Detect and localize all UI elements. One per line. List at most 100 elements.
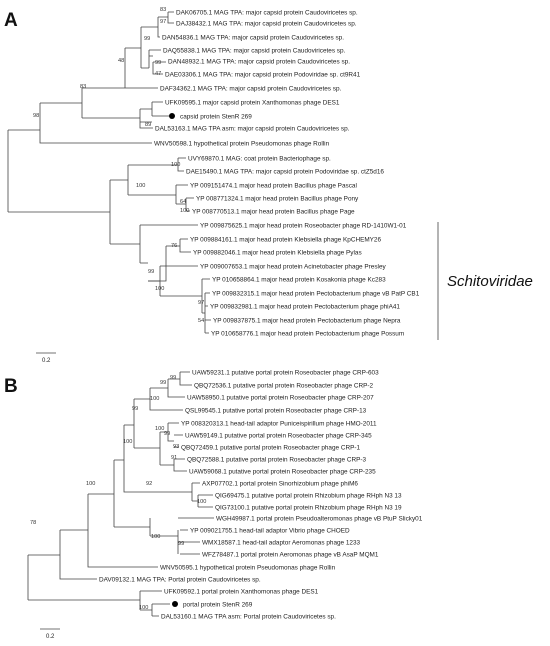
bootstrap-value: 100 — [150, 396, 159, 402]
bootstrap-value: 78 — [30, 520, 36, 526]
tree-branch — [134, 432, 187, 472]
tree-branch — [60, 494, 158, 568]
leaf-label: YP 010658864.1 major head protein Kosako… — [212, 277, 386, 284]
tree-branch — [128, 184, 194, 212]
bootstrap-value: 99 — [155, 60, 161, 66]
tree-branch — [125, 26, 150, 69]
tree-branch — [158, 11, 174, 24]
leaf-label: YP 009837875.1 major head protein Pectob… — [213, 318, 401, 325]
leaf-label: QIG73100.1 putative portal protein Rhizo… — [215, 505, 402, 512]
leaf-label: YP 009884161.1 major head protein Klebsi… — [190, 237, 381, 244]
leaf-label: DAE03306.1 MAG TPA: major capsid protein… — [165, 72, 361, 79]
bootstrap-value: 100 — [86, 481, 95, 487]
tree-branch — [8, 180, 111, 244]
leaf-label: YP 009021755.1 head-tail adaptor Vibrio … — [190, 528, 350, 535]
bootstrap-value: 100 — [171, 162, 180, 168]
bootstrap-value: 64 — [180, 199, 186, 205]
leaf-label: UFK09595.1 major capsid protein Xanthomo… — [165, 100, 340, 107]
tree-branch — [28, 530, 97, 580]
leaf-label: YP 009832315.1 major head protein Pectob… — [212, 291, 420, 298]
leaf-label: QIG69475.1 putative portal protein Rhizo… — [215, 493, 402, 500]
bootstrap-value: 100 — [155, 286, 164, 292]
tree-branch — [160, 278, 211, 334]
bootstrap-value: 99 — [178, 541, 184, 547]
tree-branch — [146, 482, 213, 508]
leaf-label: DAN48932.1 MAG TPA: major capsid protein… — [168, 59, 350, 66]
tree-branch — [82, 101, 169, 129]
tree-branch — [166, 238, 191, 253]
leaf-label: DAN54836.1 MAG TPA: major capsid protein… — [162, 35, 344, 42]
leaf-label: UAW58950.1 putative portal protein Roseo… — [187, 395, 374, 402]
leaf-label: UAW59149.1 putative portal protein Roseo… — [185, 433, 372, 440]
tree-b-branches — [27, 371, 214, 617]
tree-branch — [168, 371, 192, 386]
bootstrap-value: 100 — [136, 183, 145, 189]
leaf-label: DAQ55838.1 MAG TPA: major capsid protein… — [163, 48, 346, 55]
bootstrap-value: 99 — [148, 269, 154, 275]
tree-a-branches — [7, 11, 211, 334]
leaf-label: DAE15490.1 MAG TPA: major capsid protein… — [186, 169, 384, 176]
bootstrap-value: 83 — [160, 7, 166, 13]
tree-branch — [114, 440, 146, 493]
tree-branch — [123, 399, 135, 448]
bootstrap-value: 98 — [33, 113, 39, 119]
bootstrap-value: 100 — [197, 499, 206, 505]
bootstrap-value: 54 — [198, 318, 204, 324]
bootstrap-value: 99 — [160, 380, 166, 386]
bootstrap-value: 99 — [164, 431, 170, 437]
query-marker-dot — [172, 601, 178, 607]
leaf-label: QBQ72459.1 putative portal protein Roseo… — [181, 445, 360, 452]
leaf-label: QBQ72536.1 putative portal protein Roseo… — [194, 383, 373, 390]
tree-branch — [150, 517, 214, 555]
tree-b-leaves: UAW59231.1 putative portal protein Roseo… — [99, 370, 423, 621]
leaf-label: YP 008770513.1 major head protein Bacill… — [192, 209, 355, 216]
leaf-label: DAF34362.1 MAG TPA: major capsid protein… — [160, 86, 341, 93]
leaf-label: YP 009882046.1 major head protein Klebsi… — [193, 250, 362, 257]
tree-branch — [82, 48, 158, 89]
bootstrap-value: 83 — [80, 84, 86, 90]
tree-a-bootstraps: 83 97 99 47 99 48 83 98 89 100 64 100 10… — [33, 7, 204, 324]
leaf-label: QBQ72588.1 putative portal protein Roseo… — [187, 457, 366, 464]
leaf-label: YP 009875625.1 major head protein Roseob… — [200, 223, 407, 230]
leaf-label: YP 008320313.1 head-tail adaptor Punicei… — [181, 421, 377, 428]
leaf-label: capsid protein StenR 269 — [180, 114, 252, 121]
leaf-label: YP 008771324.1 major head protein Bacill… — [196, 196, 359, 203]
leaf-label: YP 009832981.1 major head protein Pectob… — [210, 304, 400, 311]
bootstrap-value: 76 — [171, 243, 177, 249]
leaf-label: UAW59231.1 putative portal protein Roseo… — [192, 370, 379, 377]
tree-b-bootstraps: 99 99 100 99 99 100 93 91 100 92 100 99 … — [30, 375, 206, 611]
bootstrap-value: 100 — [123, 439, 132, 445]
tree-branch — [40, 88, 83, 118]
leaf-label: WFZ78487.1 portal protein Aeromonas phag… — [202, 552, 379, 559]
leaf-label: YP 010658776.1 major head protein Pectob… — [211, 331, 404, 338]
bootstrap-value: 99 — [132, 406, 138, 412]
tree-branch — [150, 379, 185, 398]
leaf-label: DAK06705.1 MAG TPA: major capsid protein… — [176, 10, 358, 17]
leaf-label: DAJ38432.1 MAG TPA: major capsid protein… — [176, 21, 357, 28]
leaf-label: WNV50595.1 hypothetical protein Pseudomo… — [160, 565, 336, 572]
leaf-label: UFK09592.1 portal protein Xanthomonas ph… — [164, 589, 319, 596]
tree-branch — [28, 590, 170, 617]
bootstrap-value: 48 — [118, 58, 124, 64]
bootstrap-value: 92 — [146, 481, 152, 487]
leaf-label: YP 009007653.1 major head protein Acinet… — [200, 264, 387, 271]
tree-branch — [128, 157, 186, 172]
clade-label: Schitoviridae — [447, 273, 533, 290]
leaf-label: portal protein StenR 269 — [183, 602, 253, 609]
bootstrap-value: 100 — [180, 208, 189, 214]
bootstrap-value: 47 — [155, 71, 161, 77]
leaf-label: DAV09132.1 MAG TPA: Portal protein Caudo… — [99, 577, 261, 584]
tree-branch — [134, 388, 183, 411]
leaf-label: WGH49987.1 portal protein Pseudoalteromo… — [216, 516, 423, 523]
leaf-label: YP 009151474.1 major head protein Bacill… — [190, 183, 357, 190]
tree-branch — [88, 460, 115, 527]
panel-b-label: B — [4, 376, 18, 397]
tree-branch — [160, 422, 183, 448]
tree-branch — [8, 103, 152, 144]
leaf-label: AXP07702.1 portal protein Sinorhizobium … — [202, 481, 358, 488]
bootstrap-value: 99 — [170, 375, 176, 381]
bootstrap-value: 89 — [145, 122, 151, 128]
bootstrap-value: 97 — [160, 19, 166, 25]
leaf-label: DAL53163.1 MAG TPA asm: major capsid pro… — [155, 126, 350, 133]
